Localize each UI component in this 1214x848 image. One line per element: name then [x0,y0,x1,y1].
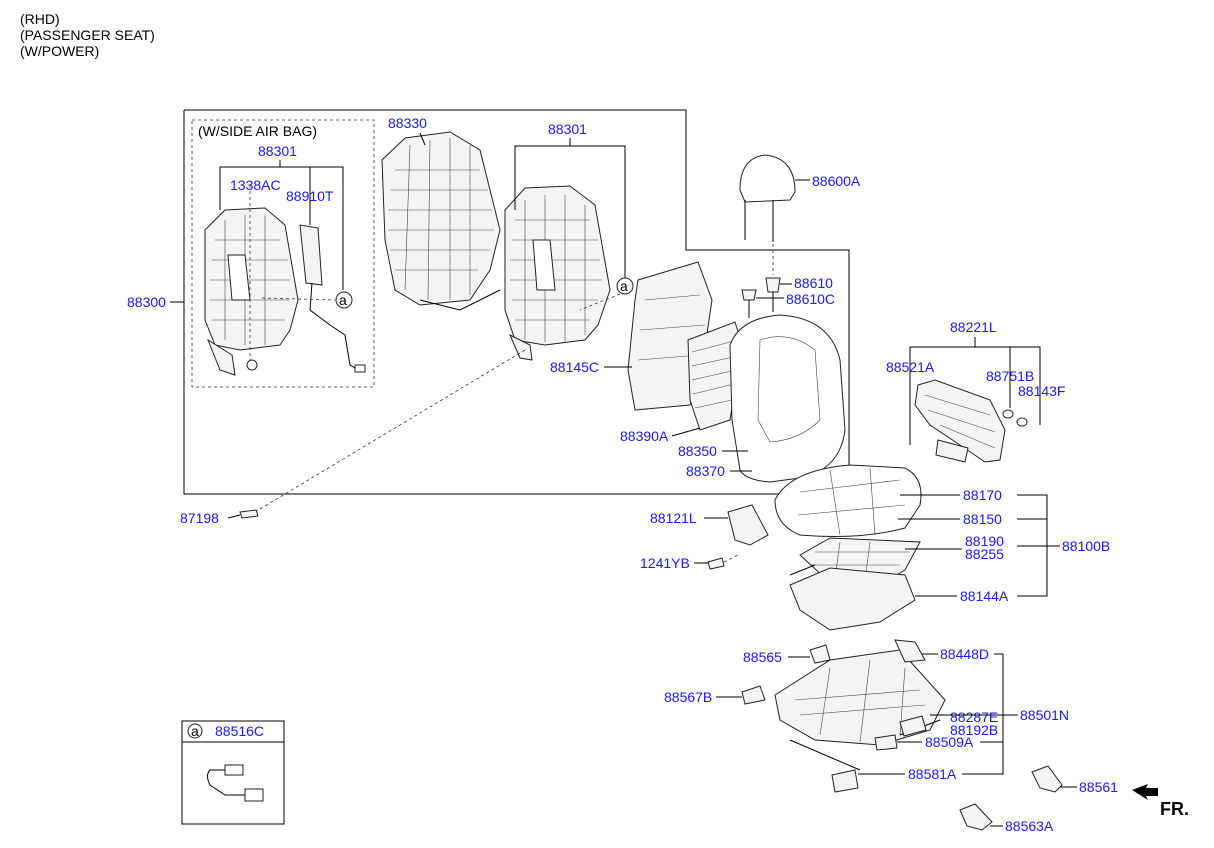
airbag-callout-dash [261,297,336,301]
seatback-frame-left-illustration [204,207,299,376]
seatback-assembly-frame [183,109,850,495]
seatback-cushion-illustration [729,314,846,483]
leader-88390a [671,427,701,437]
part-88581a[interactable]: 88581A [908,766,957,782]
frame-callout-a-label: a [620,278,628,294]
module-88192b-illustration [899,715,927,737]
inset-marker-circle [187,723,203,739]
cover-88561-illustration [1031,765,1063,793]
motor-88448d-illustration [894,639,926,663]
cover-88563a-illustration [959,803,993,831]
part-88144a[interactable]: 88144A [960,588,1009,604]
bracket-88301-left [219,166,344,290]
cap-88143f-illustration [1016,417,1028,427]
airbag-callout-a-marker [335,291,353,309]
part-88287e[interactable]: 88287E [950,709,998,725]
part-88370[interactable]: 88370 [686,463,725,479]
part-88563a[interactable]: 88563A [1005,818,1054,834]
part-88300[interactable]: 88300 [127,294,166,310]
bolt-87198-illustration [239,509,259,519]
screw-1241yb-dash [723,554,739,563]
front-arrow-icon [1132,784,1158,800]
part-88565[interactable]: 88565 [743,649,782,665]
airbag-callout-a-label: a [339,292,347,308]
part-88521a[interactable]: 88521A [886,359,935,375]
part-88350[interactable]: 88350 [678,443,717,459]
part-88190[interactable]: 88190 [965,533,1004,549]
seatback-mat-88330-illustration [381,131,501,311]
leader-88330 [419,132,426,146]
seat-track-88501n-illustration [774,649,946,771]
part-88192b[interactable]: 88192B [950,722,998,738]
part-88255[interactable]: 88255 [965,546,1004,562]
bolt-87198-leader [254,349,526,513]
frame-callout-dash [579,293,621,311]
bracket-88565-illustration [809,644,831,664]
bracket-88567b-illustration [741,685,766,705]
part-88143f[interactable]: 88143F [1018,383,1065,399]
knob-88751b-illustration [1002,409,1014,419]
headrest-88600a-illustration [739,154,796,242]
spring-mat-88390a-illustration [687,321,743,431]
part-88610[interactable]: 88610 [794,275,833,291]
part-88516c[interactable]: 88516C [215,723,264,739]
part-88100b[interactable]: 88100B [1062,538,1110,554]
leader-87198 [227,514,241,519]
part-88610c[interactable]: 88610C [786,291,835,307]
frame-callout-a-marker [616,277,634,295]
part-88301-right[interactable]: 88301 [548,121,587,137]
part-88221l[interactable]: 88221L [950,319,997,335]
screw-1241yb-illustration [707,557,725,570]
part-88448d[interactable]: 88448D [940,646,989,662]
part-88390a[interactable]: 88390A [620,428,669,444]
side-shield-88221l-illustration [914,379,1006,463]
inset-box [181,720,285,825]
side-airbag-box [191,119,375,388]
part-1241yb[interactable]: 1241YB [640,555,690,571]
seatback-frame-right-illustration [504,185,611,361]
part-87198[interactable]: 87198 [180,510,219,526]
side-airbag-title: (W/SIDE AIR BAG) [198,123,317,139]
wiring-harness-88516c-illustration [207,764,264,802]
header-line-rhd: (RHD) [20,11,60,27]
part-88301-left[interactable]: 88301 [258,143,297,159]
part-1338ac[interactable]: 1338AC [230,177,281,193]
part-88751b[interactable]: 88751B [986,368,1034,384]
inset-marker-label: a [191,723,199,739]
motor-88509a-illustration [874,734,898,751]
part-88330[interactable]: 88330 [388,115,427,131]
motor-88581a-illustration [831,769,859,793]
headrest-guide-88610-illustration [765,277,781,312]
cover-88121l-illustration [727,504,769,546]
part-88910t[interactable]: 88910T [286,188,334,204]
part-88509a[interactable]: 88509A [925,734,974,750]
part-88561[interactable]: 88561 [1079,779,1118,795]
seat-pan-88144a-illustration [789,564,916,631]
airbag-module-illustration [299,224,366,373]
part-88145c[interactable]: 88145C [550,359,599,375]
part-88501n[interactable]: 88501N [1020,707,1069,723]
header-line-power: (W/POWER) [20,43,99,59]
part-88150[interactable]: 88150 [963,511,1002,527]
part-88567b[interactable]: 88567B [664,689,712,705]
header-line-passenger-seat: (PASSENGER SEAT) [20,27,155,43]
bracket-88501n [962,653,1004,775]
part-88600a[interactable]: 88600A [812,173,861,189]
front-direction-label: FR. [1160,799,1189,819]
seat-cushion-88170-illustration [774,464,922,537]
part-88170[interactable]: 88170 [963,487,1002,503]
headrest-guide-88610c-illustration [741,289,757,318]
part-88121l[interactable]: 88121L [650,510,697,526]
